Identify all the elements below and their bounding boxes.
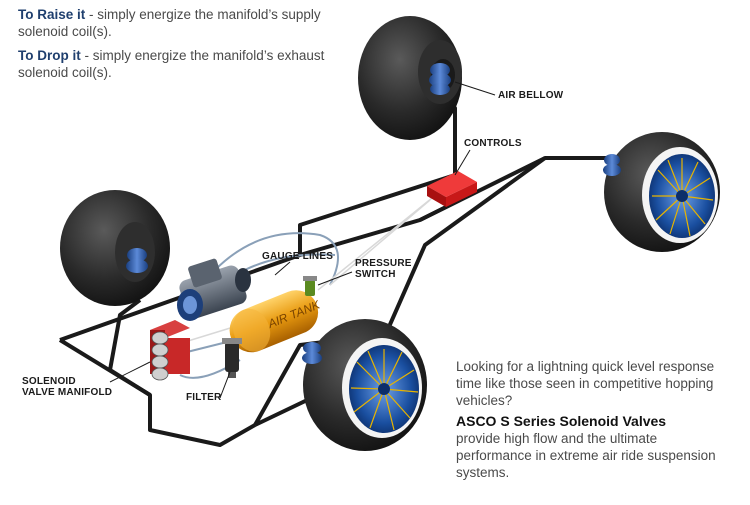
raise-text: - simply energize the manifold’s supply … — [18, 7, 321, 39]
gauge-lines-label: GAUGE LINES — [262, 251, 334, 262]
promo-body: provide high flow and the ultimate perfo… — [456, 431, 716, 480]
filter-leader — [219, 371, 231, 399]
pressure-switch-label: PRESSURE SWITCH — [355, 258, 412, 280]
controls-label: CONTROLS — [464, 138, 522, 149]
air-bellow-leader — [454, 81, 496, 96]
pressure-switch-leader — [317, 271, 353, 286]
solenoid-label-line2: VALVE MANIFOLD — [22, 387, 113, 398]
air-tank: AIR TANK — [229, 290, 323, 353]
drop-label: To Drop it — [18, 48, 81, 63]
solenoid-label-line1: SOLENOID — [22, 376, 76, 387]
pressure-switch — [303, 276, 317, 296]
raise-label: To Raise it — [18, 7, 86, 22]
drop-text: - simply energize the manifold’s exhaust… — [18, 48, 325, 80]
compressor — [177, 258, 251, 321]
air-bellow-front-left — [302, 342, 322, 364]
instructions: To Raise it - simply energize the manifo… — [18, 6, 348, 88]
controls-box — [427, 171, 477, 207]
air-bellow-label: AIR BELLOW — [498, 90, 564, 101]
solenoid-leader — [109, 361, 151, 383]
filter-label: FILTER — [186, 392, 222, 403]
filter — [222, 338, 242, 378]
raise-instruction: To Raise it - simply energize the manifo… — [18, 6, 348, 40]
front-right-wheel — [604, 132, 720, 252]
gauge-lines-leader — [274, 261, 291, 276]
promo-question: Looking for a lightning quick level resp… — [456, 359, 715, 408]
controls-leader — [454, 149, 471, 176]
air-bellow-rear-left — [429, 63, 451, 95]
solenoid-valve-manifold — [150, 320, 190, 381]
air-bellow-rear-right — [126, 248, 148, 273]
promo-text: Looking for a lightning quick level resp… — [456, 358, 736, 481]
rear-right-wheel — [60, 190, 170, 306]
pressure-switch-label-line1: PRESSURE — [355, 258, 412, 269]
air-bellow-front-right — [603, 154, 621, 176]
solenoid-valve-manifold-label: SOLENOID VALVE MANIFOLD — [22, 376, 112, 398]
drop-instruction: To Drop it - simply energize the manifol… — [18, 47, 348, 81]
front-left-wheel — [303, 319, 427, 451]
pressure-switch-label-line2: SWITCH — [355, 269, 396, 280]
promo-headline: ASCO S Series Solenoid Valves — [456, 413, 667, 429]
